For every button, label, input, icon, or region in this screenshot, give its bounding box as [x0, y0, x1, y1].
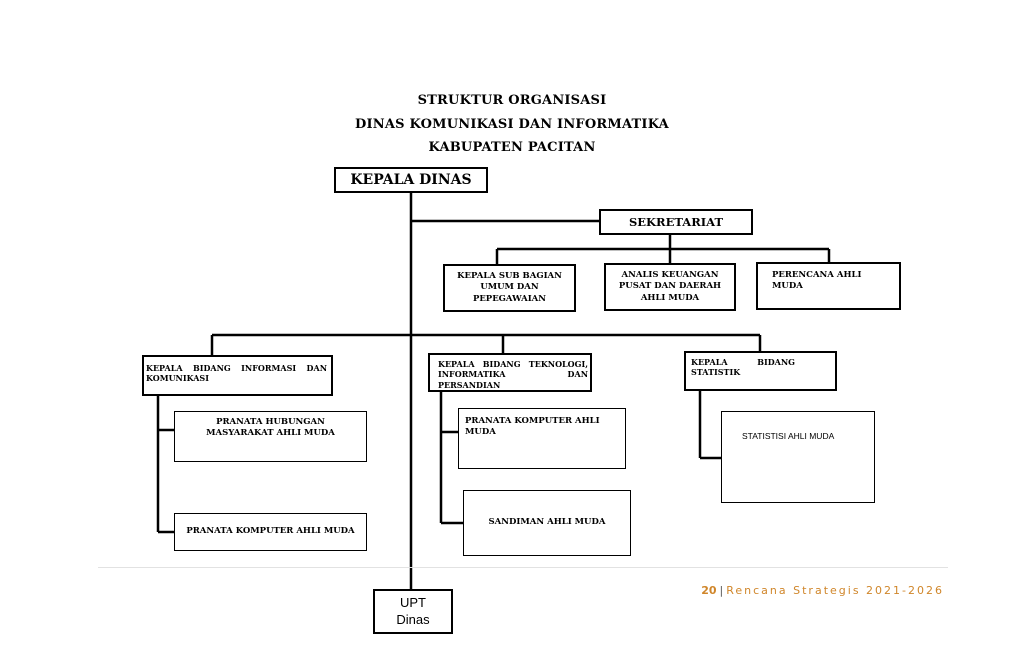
kasubag-umum-box: KEPALA SUB BAGIAN UMUM DAN PEPEGAWAIAN	[443, 264, 576, 312]
pranata-komputer-tips-label: PRANATA KOMPUTER AHLI MUDA	[465, 416, 600, 438]
footer-separator: |	[719, 584, 724, 597]
page-footer: 20|Rencana Strategis 2021-2026	[701, 584, 944, 597]
upt-dinas-box: UPT Dinas	[373, 589, 453, 634]
chart-title-line-2: DINAS KOMUNIKASI DAN INFORMATIKA	[355, 117, 669, 132]
footer-document-title: Rencana Strategis 2021-2026	[726, 584, 944, 597]
pranata-humas-label: PRANATA HUBUNGAN MASYARAKAT AHLI MUDA	[206, 417, 335, 439]
perencana-label: PERENCANA AHLI MUDA	[772, 270, 862, 292]
analis-keuangan-box: ANALIS KEUANGAN PUSAT DAN DAERAH AHLI MU…	[604, 263, 736, 311]
analis-keuangan-label: ANALIS KEUANGAN PUSAT DAN DAERAH AHLI MU…	[618, 269, 722, 303]
kepala-dinas-label: KEPALA DINAS	[350, 172, 472, 188]
pranata-komputer-tips-box: PRANATA KOMPUTER AHLI MUDA	[458, 408, 626, 469]
upt-label-line-2: Dinas	[396, 611, 430, 627]
sekretariat-label: SEKRETARIAT	[628, 215, 724, 229]
pranata-komputer-ikp-box: PRANATA KOMPUTER AHLI MUDA	[174, 513, 367, 551]
chart-title-line-1: STRUKTUR ORGANISASI	[417, 93, 607, 108]
kabid-ikp-box: KEPALA BIDANG INFORMASI DAN KOMUNIKASI	[142, 355, 333, 396]
kabid-ikp-label: KEPALA BIDANG INFORMASI DAN KOMUNIKASI	[146, 363, 327, 384]
perencana-box: PERENCANA AHLI MUDA	[756, 262, 901, 310]
kasubag-umum-label: KEPALA SUB BAGIAN UMUM DAN PEPEGAWAIAN	[457, 270, 562, 304]
statistisi-label: STATISTISI AHLI MUDA	[742, 431, 835, 441]
pranata-humas-box: PRANATA HUBUNGAN MASYARAKAT AHLI MUDA	[174, 411, 367, 462]
sandiman-box: SANDIMAN AHLI MUDA	[463, 490, 631, 556]
sekretariat-box: SEKRETARIAT	[599, 209, 753, 235]
kepala-dinas-box: KEPALA DINAS	[334, 167, 488, 193]
kabid-tips-label: KEPALA BIDANG TEKNOLOGI, INFORMATIKA DAN…	[438, 359, 588, 390]
chart-title-line-3: KABUPATEN PACITAN	[428, 140, 596, 155]
pranata-komputer-ikp-label: PRANATA KOMPUTER AHLI MUDA	[186, 526, 355, 537]
upt-label-line-1: UPT	[400, 595, 426, 611]
page-number: 20	[701, 584, 717, 597]
kabid-statistik-label: KEPALA BIDANG STATISTIK	[691, 357, 795, 378]
kabid-tips-box: KEPALA BIDANG TEKNOLOGI, INFORMATIKA DAN…	[428, 353, 592, 392]
footer-divider	[98, 567, 948, 568]
kabid-statistik-box: KEPALA BIDANG STATISTIK	[684, 351, 837, 391]
sandiman-label: SANDIMAN AHLI MUDA	[488, 517, 606, 528]
statistisi-box: STATISTISI AHLI MUDA	[721, 411, 875, 503]
